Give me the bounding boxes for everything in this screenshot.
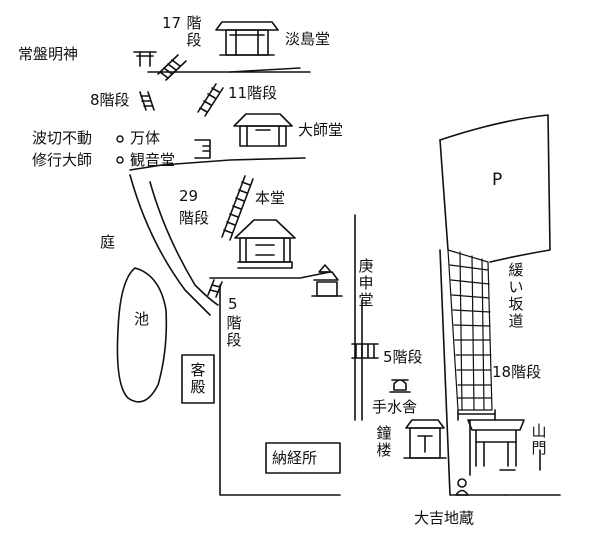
- label-kannon-do: 観音堂: [130, 151, 176, 169]
- awashima-do-building: [215, 21, 279, 56]
- steps-11-stairs: [197, 83, 224, 117]
- label-tokiwa-myojin: 常盤明神: [18, 45, 79, 63]
- kyakuden-box: [181, 354, 215, 404]
- nokyojo-box: [265, 442, 341, 474]
- label-sanmon: 山門: [531, 422, 547, 457]
- steps-17-stairs: [157, 54, 187, 81]
- kannon-do-marker: [194, 139, 211, 159]
- label-nokyojo: 納経所: [272, 449, 318, 467]
- steps-8-stairs: [139, 91, 155, 111]
- hondo-building: [234, 219, 296, 269]
- steps-5-left-stairs: [207, 279, 223, 298]
- sanmon-building: [467, 419, 525, 467]
- label-hondo: 本堂: [255, 189, 286, 207]
- label-daishi-do: 大師堂: [298, 121, 344, 139]
- pond-outline: [116, 267, 168, 403]
- label-mantai: 万体: [130, 129, 161, 147]
- label-steps-17-kanji: 階段: [186, 14, 202, 49]
- path-lines: [129, 67, 561, 496]
- label-steps-11: 11階段: [228, 84, 278, 102]
- slope-stones: [447, 249, 493, 411]
- label-awashima-do: 淡島堂: [285, 30, 331, 48]
- label-steps-5-right: 5階段: [383, 348, 423, 366]
- steps-18-stairs: [457, 409, 496, 421]
- daishi-do-building: [233, 113, 293, 147]
- label-kyakuden: 客殿: [190, 361, 206, 396]
- label-temizusha: 手水舎: [372, 398, 418, 416]
- label-steps-8: 8階段: [90, 91, 130, 109]
- label-shoro: 鐘楼: [376, 424, 392, 459]
- kannon-dot: [116, 156, 124, 164]
- label-shugyo-daishi: 修行大師: [32, 151, 93, 169]
- okichi-jizo-icon: [455, 478, 469, 496]
- label-koshin-do: 庚申堂: [358, 257, 374, 309]
- steps-5-right-stairs: [351, 343, 379, 359]
- label-ike: 池: [134, 310, 150, 328]
- shoro-building: [403, 419, 447, 459]
- label-steps-5-left-kanji: 階段: [226, 314, 242, 349]
- koshin-do-building: [311, 264, 343, 297]
- parking-icon: P: [492, 170, 503, 190]
- temizusha-icon: [389, 379, 411, 393]
- label-okichi-jizo: 大吉地蔵: [414, 509, 475, 527]
- label-niwa: 庭: [100, 233, 116, 251]
- torii-gate-icon: [133, 51, 157, 67]
- label-steps-17: 17: [162, 14, 182, 32]
- label-steps-18: 18階段: [492, 363, 542, 381]
- mantai-dot: [116, 135, 124, 143]
- steps-29-stairs: [221, 175, 254, 241]
- label-steps-5-left: 5: [228, 295, 238, 313]
- label-namikiri-fudo: 波切不動: [32, 129, 93, 147]
- label-steps-29-kanji: 階段: [179, 209, 210, 227]
- label-yurui-sakamichi: 緩い坂道: [508, 261, 524, 330]
- label-steps-29: 29: [179, 187, 199, 205]
